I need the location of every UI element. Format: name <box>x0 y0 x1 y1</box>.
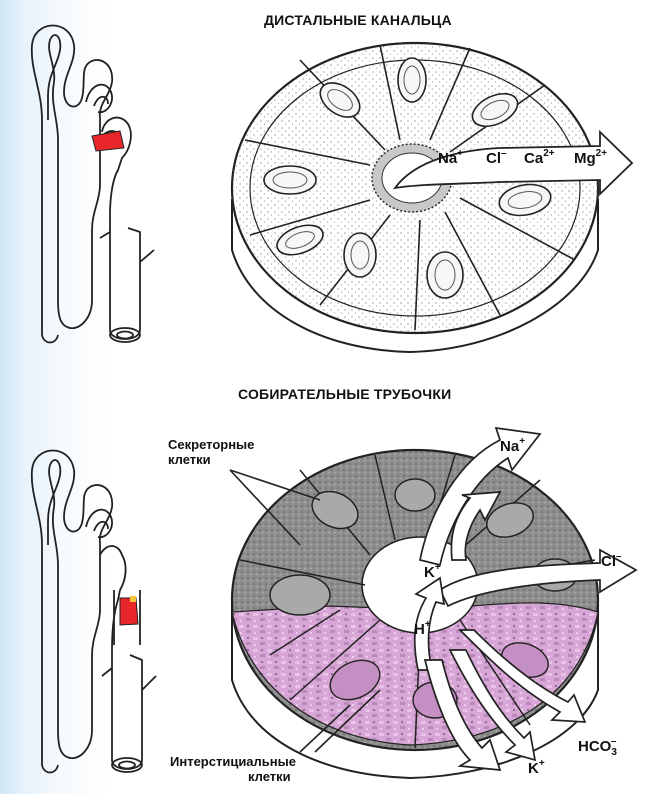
distal-tubule-section <box>232 43 598 352</box>
ion-ca-distal: Ca2+ <box>524 150 555 167</box>
distal-highlight-top <box>92 131 124 151</box>
collecting-highlight-bottom <box>120 598 138 625</box>
distal-title: ДИСТАЛЬНЫЕ КАНАЛЬЦА <box>264 12 452 28</box>
ion-k-reabsorbed: K+ <box>528 760 545 777</box>
ion-cl-distal: Cl– <box>486 150 507 167</box>
ion-na-distal: Na+ <box>438 150 463 167</box>
ion-k-secreted: K+ <box>424 564 441 581</box>
ion-cl-collecting: Cl– <box>601 553 622 570</box>
nephron-outline-top <box>32 25 154 342</box>
ion-mg-distal: Mg2+ <box>574 150 607 167</box>
ion-hco3-collecting: HCO3– <box>578 738 616 755</box>
collecting-duct-section <box>232 450 598 778</box>
interstitial-cells-label: Интерстициальные клетки <box>170 754 296 784</box>
collecting-title: СОБИРАТЕЛЬНЫЕ ТРУБОЧКИ <box>238 386 451 402</box>
ion-na-collecting: Na+ <box>500 438 525 455</box>
ion-h-collecting: H+ <box>414 621 431 638</box>
secretory-cells-label: Секреторные клетки <box>168 437 254 467</box>
